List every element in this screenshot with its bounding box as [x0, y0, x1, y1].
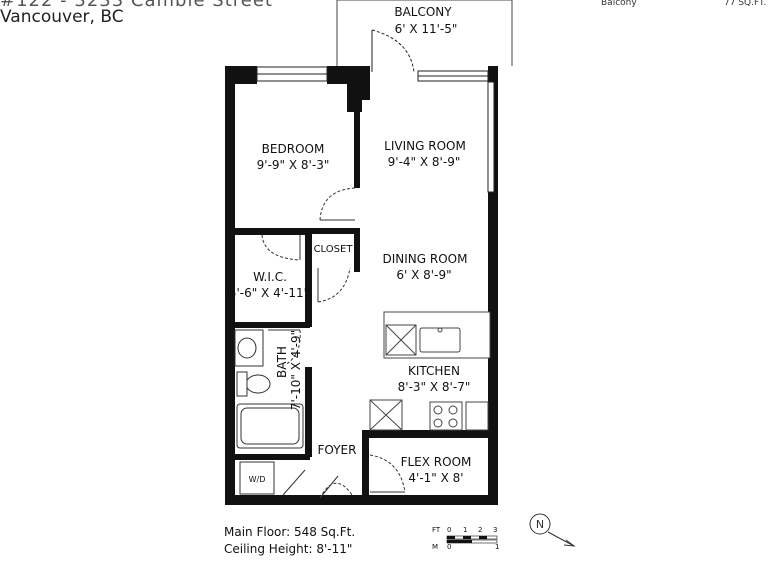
dining-room-label: DINING ROOM — [383, 252, 468, 266]
balcony-outline — [336, 0, 513, 67]
listing-address: #122 - 3233 Cambie Street — [0, 0, 273, 11]
ceiling-height: Ceiling Height: 8'-11" — [224, 542, 353, 556]
washer-dryer — [239, 461, 275, 495]
kitchen-label: KITCHEN — [408, 364, 460, 378]
north-arrow-icon: N — [529, 513, 576, 547]
scale-m-label: M — [432, 543, 438, 551]
living-room-label: LIVING ROOM — [384, 139, 466, 153]
bedroom-dims: 9'-9" X 8'-3" — [257, 158, 330, 172]
windows — [256, 66, 495, 193]
compass-label: N — [536, 518, 544, 531]
main-floor-area: Main Floor: 548 Sq.Ft. — [224, 525, 356, 539]
scale-ft-tick-2: 2 — [478, 526, 482, 534]
exterior-walls — [225, 66, 498, 505]
living-room-dims: 9'-4" X 8'-9" — [388, 155, 461, 169]
kitchen-fixtures — [369, 311, 491, 431]
bath-label-group: BATH 7'-10" X 4'-9" — [275, 330, 303, 410]
dining-room-dims: 6' X 8'-9" — [396, 268, 451, 282]
area-table-value: 77 SQ.FT. — [724, 0, 767, 8]
balcony-label: BALCONY — [394, 5, 452, 19]
area-table-label: Balcony — [601, 0, 637, 8]
scale-ft-label: FT — [432, 526, 441, 534]
balcony-dims: 6' X 11'-5" — [395, 22, 458, 36]
scale-m-tick-1: 1 — [495, 543, 499, 551]
foyer-label: FOYER — [318, 443, 357, 457]
bath-dims: 7'-10" X 4'-9" — [289, 330, 303, 410]
scale-ft-tick-3: 3 — [493, 526, 497, 534]
washer-dryer-label: W/D — [249, 475, 266, 484]
scale-bar: FT 0 1 2 3 M 0 1 — [432, 526, 499, 551]
scale-ft-tick-1: 1 — [463, 526, 467, 534]
bedroom-label: BEDROOM — [262, 142, 325, 156]
closet-label: CLOSET — [314, 244, 354, 255]
wic-dims: 5'-6" X 4'-11" — [229, 286, 309, 300]
flex-room-dims: 4'-1" X 8' — [408, 471, 463, 485]
wic-label: W.I.C. — [253, 270, 287, 284]
scale-m-tick-0: 0 — [447, 543, 451, 551]
flex-room-label: FLEX ROOM — [401, 455, 472, 469]
scale-ft-tick-0: 0 — [447, 526, 451, 534]
bath-label: BATH — [275, 346, 289, 378]
balcony-door — [371, 29, 415, 73]
listing-city: Vancouver, BC — [0, 7, 124, 27]
interior-doors — [261, 187, 406, 499]
bath-fixtures — [234, 329, 304, 449]
interior-walls — [235, 100, 488, 500]
kitchen-dims: 8'-3" X 8'-7" — [398, 380, 471, 394]
